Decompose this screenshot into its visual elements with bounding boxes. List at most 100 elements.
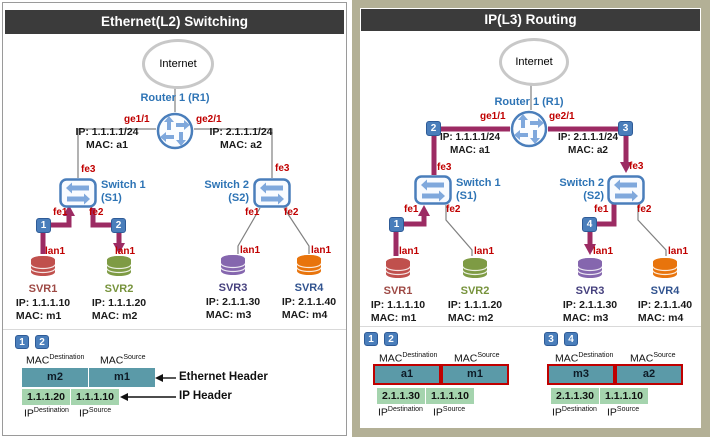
port-label-sw2-fe1: fe1	[594, 204, 609, 215]
router-left-addr: IP: 1.1.1.1/24 MAC: a1	[59, 126, 155, 152]
ip-source-label: IPSource	[79, 407, 112, 420]
lan-label-svr1: lan1	[399, 246, 420, 257]
switch1-label: Switch 1	[456, 177, 501, 189]
port-label-ge2: ge2/1	[549, 111, 575, 122]
port-label-sw1-fe1: fe1	[53, 207, 68, 218]
router-left-mac: MAC: a1	[449, 145, 490, 156]
port-label-ge1: ge1/1	[480, 111, 506, 122]
port-label-sw2-fe3: fe3	[275, 163, 290, 174]
switch2-id: (S2)	[583, 190, 604, 202]
packet-badge-2: 2	[35, 335, 49, 349]
lan-label-svr2: lan1	[115, 246, 136, 257]
ip-destination-value: 2.1.1.30	[551, 388, 599, 404]
router-right-addr: IP: 2.1.1.1/24 MAC: a2	[193, 126, 289, 152]
port-label-sw2-fe2: fe2	[284, 207, 299, 218]
mac-source-label: MACSource	[454, 352, 500, 365]
port-label-sw1-fe2: fe2	[446, 204, 461, 215]
server-name: SVR1	[28, 283, 58, 295]
ethernet-header-arrow	[155, 374, 176, 382]
router-left-ip: IP: 1.1.1.1/24	[439, 132, 501, 143]
ip-source-value: 1.1.1.10	[71, 389, 119, 405]
database-icon	[577, 258, 603, 278]
port-label-sw1-fe1: fe1	[404, 204, 419, 215]
path-badge-1: 1	[389, 217, 404, 232]
lan-label-svr3: lan1	[593, 246, 614, 257]
mac-destination-label: MACDestination	[379, 352, 438, 365]
port-label-sw1-fe3: fe3	[81, 164, 96, 175]
switch1-label: Switch 1	[101, 179, 146, 191]
path-badge-2: 2	[426, 121, 441, 136]
lan-label-svr3: lan1	[240, 245, 261, 256]
ip-destination-label: IPDestination	[552, 406, 597, 419]
port-label-ge2: ge2/1	[196, 114, 222, 125]
lan-label-svr4: lan1	[668, 246, 689, 257]
database-icon	[385, 258, 411, 278]
port-label-sw2-fe3: fe3	[629, 161, 644, 172]
server-name: SVR4	[650, 285, 680, 297]
port-label-ge1: ge1/1	[124, 114, 150, 125]
router-left-mac: MAC: a1	[85, 139, 128, 151]
switch1-id: (S1)	[101, 192, 122, 204]
router-left-addr: IP: 1.1.1.1/24 MAC: a1	[430, 131, 510, 157]
server-name: SVR3	[575, 285, 605, 297]
router-left-ip: IP: 1.1.1.1/24	[75, 126, 139, 138]
ip-source-label: IPSource	[607, 406, 640, 419]
mac-destination-label: MACDestination	[26, 354, 85, 367]
mac-source-value: a2	[615, 364, 683, 385]
port-label-sw1-fe3: fe3	[437, 162, 452, 173]
mac-destination-label: MACDestination	[555, 352, 614, 365]
internet-cloud: Internet	[499, 38, 569, 86]
switch1-id: (S1)	[456, 190, 477, 202]
path-badge-4: 4	[582, 217, 597, 232]
switch1-icon	[59, 178, 97, 208]
ip-header-label: IP Header	[179, 390, 232, 402]
panel-title-right: IP(L3) Routing	[361, 9, 700, 31]
router-label: Router 1 (R1)	[494, 96, 564, 108]
router-right-ip: IP: 2.1.1.1/24	[209, 126, 273, 138]
mac-source-label: MACSource	[100, 354, 146, 367]
section-divider	[3, 329, 346, 330]
switch1-icon	[414, 175, 452, 205]
port-label-sw2-fe1: fe1	[245, 207, 260, 218]
ip-source-label: IPSource	[433, 406, 466, 419]
mac-destination-value: a1	[373, 364, 441, 385]
panel-title-left: Ethernet(L2) Switching	[5, 10, 344, 34]
ip-source-value: 1.1.1.10	[426, 388, 474, 404]
ip-destination-value: 2.1.1.30	[377, 388, 425, 404]
path-badge-3: 3	[618, 121, 633, 136]
lan-label-svr4: lan1	[311, 245, 332, 256]
database-icon	[462, 258, 488, 278]
section-divider	[360, 326, 701, 327]
mac-source-value: m1	[441, 364, 509, 385]
router-right-addr: IP: 2.1.1.1/24 MAC: a2	[548, 131, 628, 157]
ip-l3-routing-panel: IP(L3) Routing Internet Router 1 (R1)	[352, 0, 710, 437]
internet-label: Internet	[159, 58, 197, 70]
switch2-label: Switch 2	[559, 177, 604, 189]
packet-badge-2: 2	[384, 332, 398, 346]
database-icon	[106, 256, 132, 276]
mac-destination-value: m3	[547, 364, 615, 385]
mac-source-label: MACSource	[630, 352, 676, 365]
ip-destination-value: 1.1.1.20	[22, 389, 70, 405]
routing-panel-content: IP(L3) Routing Internet Router 1 (R1)	[360, 8, 701, 428]
path-badge-1: 1	[36, 218, 51, 233]
server-name: SVR2	[460, 285, 490, 297]
database-icon	[652, 258, 678, 278]
router-label: Router 1 (R1)	[140, 92, 210, 104]
switch2-label: Switch 2	[204, 179, 249, 191]
router-right-ip: IP: 2.1.1.1/24	[557, 132, 619, 143]
switch2-id: (S2)	[228, 192, 249, 204]
port-label-sw2-fe2: fe2	[637, 204, 652, 215]
router-icon	[510, 110, 548, 148]
ip-header-arrow	[120, 393, 176, 401]
